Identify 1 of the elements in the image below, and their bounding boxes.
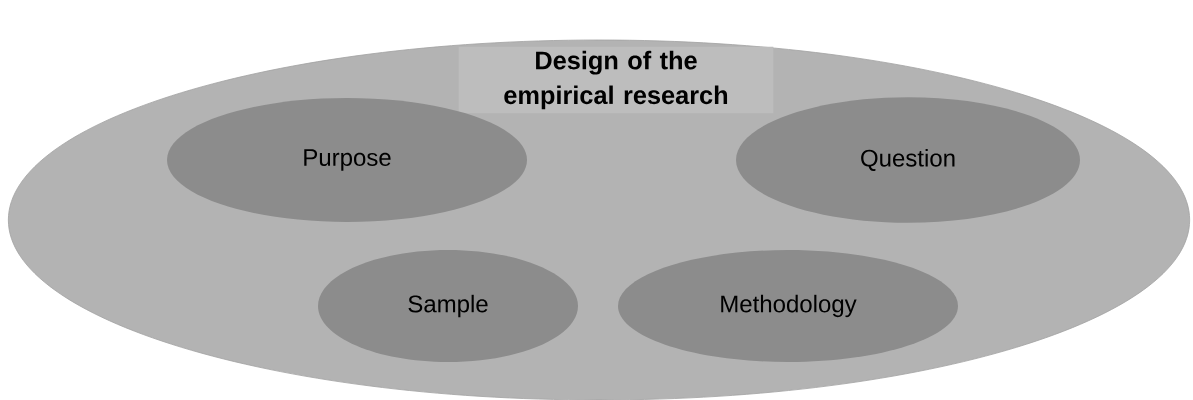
heading: Design of the empirical research	[458, 46, 774, 114]
